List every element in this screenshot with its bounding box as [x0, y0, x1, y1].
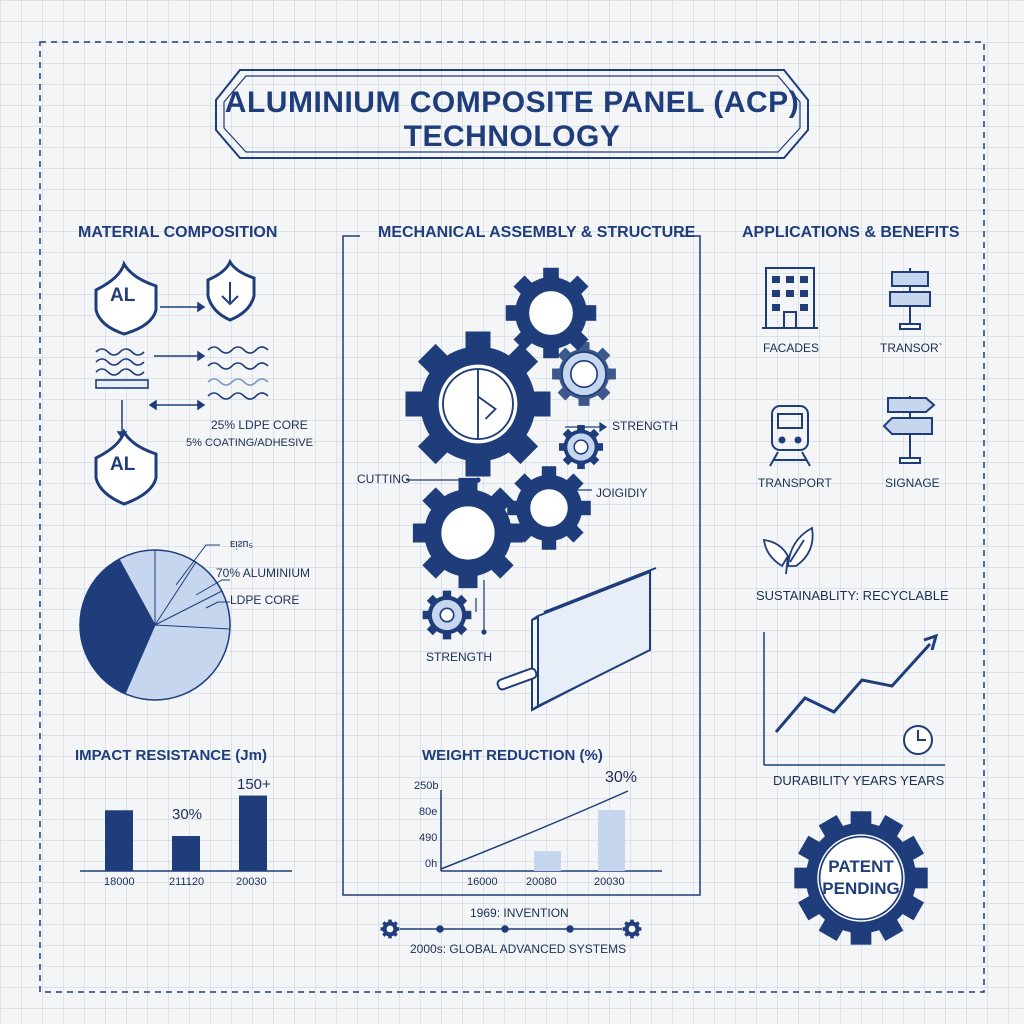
mechanical-assembly-heading: MECHANICAL ASSEMBLY & STRUCTURE	[378, 224, 696, 241]
clock-icon	[903, 725, 933, 755]
connector-lines	[406, 421, 608, 635]
applications-heading: APPLICATIONS & BENEFITS	[742, 224, 960, 241]
outer-dashed-frame	[39, 41, 985, 993]
sustainability-label: SUSTAINABLITY: RECYCLABLE	[756, 588, 949, 603]
pie-label-aluminium: 70% ALUMINIUM	[216, 566, 311, 580]
page-title-line1: ALUMINIUM COMPOSITE PANEL (ACP)	[224, 86, 800, 119]
weight-y-tick-3: 490	[419, 832, 438, 844]
durability-chart	[763, 632, 945, 766]
weight-chart-title: WEIGHT REDUCTION (%)	[422, 747, 603, 764]
pie-slice-aluminium	[79, 559, 155, 694]
direction-sign-icon	[882, 396, 936, 464]
large-gear-icon	[405, 331, 551, 477]
impact-category-3: 20030	[236, 876, 267, 888]
material-composition-heading: MATERIAL COMPOSITION	[78, 224, 278, 241]
timeline-line2: 2000s: GLOBAL ADVANCED SYSTEMS	[410, 942, 627, 956]
app-label-facades: FACADES	[763, 341, 820, 355]
double-arrow-icon	[148, 399, 206, 411]
weight-category-1: 16000	[467, 876, 498, 888]
app-label-transor: TRANSOR`	[880, 341, 943, 355]
durability-label: DURABILITY YEARS YEARS	[773, 773, 945, 788]
weight-y-tick-4: 0h	[425, 858, 438, 870]
impact-category-1: 18000	[104, 876, 135, 888]
train-icon	[769, 405, 811, 467]
leaf-icon	[762, 526, 814, 575]
title-frame	[215, 69, 809, 159]
gear-icon	[422, 590, 472, 640]
weight-y-tick-1: 250b	[414, 780, 439, 792]
rigidity-label: JOIGIDIY	[596, 486, 648, 500]
chart-bar-20030	[239, 795, 267, 871]
patent-text-line2: PENDING	[822, 879, 900, 898]
patent-gear-icon	[794, 811, 928, 945]
chart-bar-18000	[105, 810, 133, 871]
gear-icon	[507, 466, 591, 550]
impact-category-2: 211120	[169, 876, 205, 888]
arrow-right-icon	[154, 350, 206, 362]
pie-label-ldpe: LDPE CORE	[230, 593, 300, 607]
app-label-signage: SIGNAGE	[885, 476, 940, 490]
chart-bar-20030	[598, 810, 625, 871]
shield-icon	[94, 428, 158, 506]
ldpe-core-label: 25% LDPE CORE	[211, 418, 308, 432]
gear-icon	[505, 267, 597, 359]
coating-label: 5% COATING/ADHESIVE	[186, 437, 313, 449]
weight-category-3: 20030	[594, 876, 625, 888]
timeline-line1: 1969: INVENTION	[470, 906, 569, 920]
wave-layers-icon	[95, 348, 149, 389]
signpost-icon	[889, 268, 931, 330]
acp-panel-icon	[496, 567, 657, 712]
chart-bar-20080	[534, 851, 561, 871]
arrow-right-icon	[160, 301, 206, 313]
strength-label-right: STRENGTH	[612, 419, 678, 433]
weight-chart-annotation: 30%	[605, 769, 638, 786]
chart-bar-211120	[172, 836, 200, 871]
timeline	[380, 919, 642, 939]
gear-icon	[412, 477, 524, 589]
al-label-top: AL	[110, 285, 136, 306]
app-label-transport: TRANSPORT	[758, 476, 832, 490]
impact-bar-label-3: 150+	[237, 776, 271, 793]
gear-icon	[552, 342, 616, 406]
building-icon	[762, 267, 818, 329]
cutting-label: CUTTING	[357, 472, 411, 486]
impact-chart-title: IMPACT RESISTANCE (Jm)	[75, 747, 267, 764]
strength-label-left: STRENGTH	[426, 650, 492, 664]
gear-icon	[558, 424, 604, 470]
pie-small-label: ᴇᴉᴤᴨ₅	[230, 538, 253, 550]
weight-category-2: 20080	[526, 876, 557, 888]
shield-icon	[94, 260, 158, 336]
al-label-bottom: AL	[110, 454, 136, 475]
impact-bars	[105, 795, 267, 871]
wave-layers-icon	[207, 346, 269, 400]
center-column-frame	[342, 235, 701, 896]
pie-chart	[79, 544, 231, 701]
page-title-line2: TECHNOLOGY	[403, 120, 621, 153]
patent-text-line1: PATENT	[828, 857, 894, 876]
weight-bars	[534, 810, 625, 871]
weight-y-tick-2: 80e	[419, 806, 438, 818]
impact-bar-label-2: 30%	[172, 806, 203, 823]
shield-down-icon	[206, 258, 256, 322]
